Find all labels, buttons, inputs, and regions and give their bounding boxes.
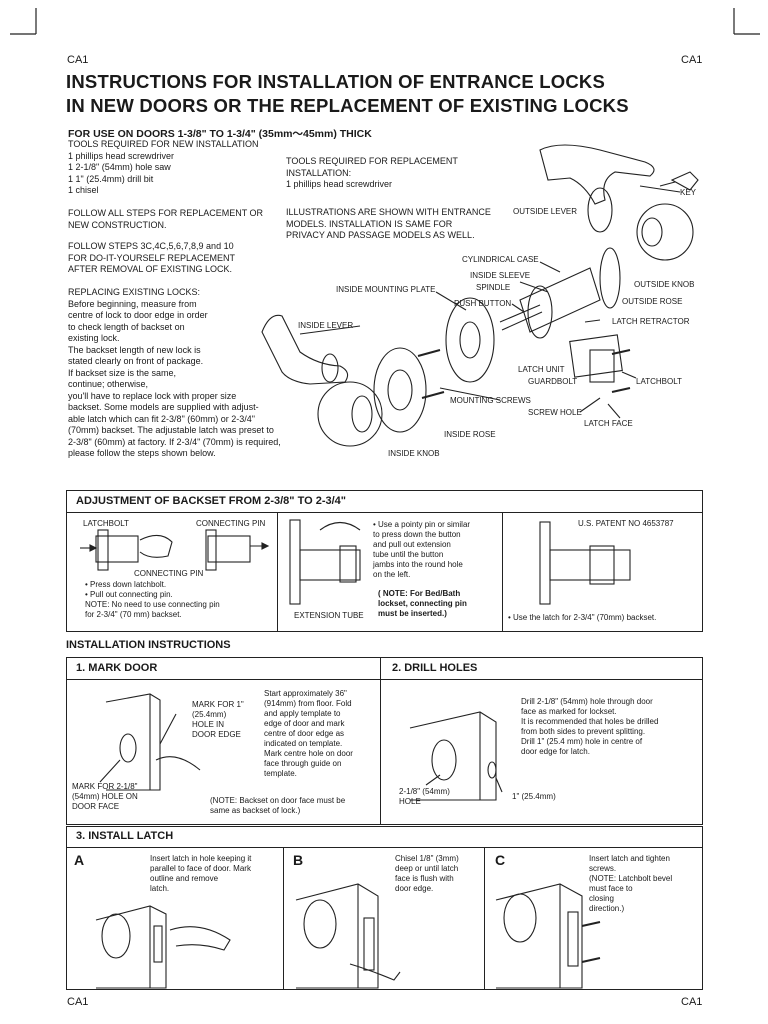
drill-holes-heading: 2. DRILL HOLES [392,662,478,674]
label-outside-rose: OUTSIDE ROSE [622,297,683,306]
step-c-letter: C [495,852,506,868]
install-latch-heading: 3. INSTALL LATCH [76,830,174,842]
label-inside-knob: INSIDE KNOB [388,449,440,458]
install-latch-heading-divider [66,847,703,848]
label-latch-retractor: LATCH RETRACTOR [612,317,690,326]
label-outside-knob: OUTSIDE KNOB [634,280,695,289]
label-key: KEY [680,188,697,197]
mark-2-1-8-hole-label: MARK FOR 2-1/8" (54mm) HOLE ON DOOR FACE [72,782,138,811]
pointy-pin-instructions: • Use a pointy pin or similar to press d… [373,520,471,579]
backset-steps: • Press down latchbolt. • Pull out conne… [85,580,220,619]
backset-heading: ADJUSTMENT OF BACKSET FROM 2-3/8" TO 2-3… [76,495,346,507]
follow-steps-diy: FOLLOW STEPS 3C,4C,5,6,7,8,9 and 10 FOR … [68,241,236,274]
use-latch-note: • Use the latch for 2-3/4" (70mm) backse… [508,613,657,622]
label-guardbolt: GUARDBOLT [528,377,578,386]
backset-door-note: (NOTE: Backset on door face must be same… [210,796,346,815]
replacing-existing-locks: REPLACING EXISTING LOCKS: Before beginni… [68,287,281,458]
extension-tube-label: EXTENSION TUBE [294,611,364,620]
backset-divider-2 [502,512,503,632]
label-inside-sleeve: INSIDE SLEEVE [470,271,531,280]
mark-drill-box [66,657,703,825]
step-b-letter: B [293,852,304,868]
label-inside-rose: INSIDE ROSE [444,430,496,439]
mark-door-instructions: Start approximately 36" (914mm) from flo… [264,689,353,778]
install-latch-box [66,826,703,990]
follow-all-steps: FOLLOW ALL STEPS FOR REPLACEMENT OR NEW … [68,208,264,230]
backset-adjustment-box [66,490,703,632]
page-title-line1: INSTRUCTIONS FOR INSTALLATION OF ENTRANC… [66,71,606,92]
header-code-right: CA1 [681,54,703,66]
label-mounting-screws: MOUNTING SCREWS [450,396,531,405]
door-thickness-subtitle: FOR USE ON DOORS 1-3/8" TO 1-3/4" (35mm～… [68,128,372,140]
label-outside-lever: OUTSIDE LEVER [513,207,578,216]
mark-drill-heading-divider [66,679,703,680]
illustrations-note: ILLUSTRATIONS ARE SHOWN WITH ENTRANCE MO… [286,207,491,240]
mark-drill-divider [380,657,381,825]
tools-new-install: TOOLS REQUIRED FOR NEW INSTALLATION 1 ph… [68,139,259,195]
drill-holes-instructions: Drill 2-1/8" (54mm) hole through door fa… [521,697,659,756]
drill-hole-label: 2-1/8" (54mm) HOLE [399,787,450,806]
drill-1in-label: 1" (25.4mm) [512,792,556,801]
bed-bath-note: ( NOTE: For Bed/Bath lockset, connecting… [378,589,467,618]
step-c-text: Insert latch and tighten screws. (NOTE: … [589,854,673,913]
label-push-button: PUSH BUTTON [454,299,512,308]
backset-latchbolt-label: LATCHBOLT [83,519,129,528]
installation-heading: INSTALLATION INSTRUCTIONS [66,639,231,651]
step-a-letter: A [74,852,85,868]
label-inside-mounting-plate: INSIDE MOUNTING PLATE [336,285,436,294]
backset-connecting-pin-label: CONNECTING PIN [196,519,266,528]
install-latch-divider-2 [484,847,485,990]
footer-code-left: CA1 [67,996,89,1008]
backset-divider-1 [277,512,278,632]
tools-replacement: TOOLS REQUIRED FOR REPLACEMENT INSTALLAT… [286,156,458,189]
patent-number: U.S. PATENT NO 4653787 [578,519,674,528]
mark-door-heading: 1. MARK DOOR [76,662,158,674]
step-a-text: Insert latch in hole keeping it parallel… [150,854,252,893]
backset-connecting-pin-label-2: CONNECTING PIN [134,569,204,578]
install-latch-divider-1 [283,847,284,990]
step-b-text: Chisel 1/8" (3mm) deep or until latch fa… [395,854,459,893]
page-title-line2: IN NEW DOORS OR THE REPLACEMENT OF EXIST… [66,95,629,116]
label-cylindrical-case: CYLINDRICAL CASE [462,255,539,264]
label-latchbolt: LATCHBOLT [636,377,682,386]
header-code-left: CA1 [67,54,89,66]
label-latch-face: LATCH FACE [584,419,633,428]
label-spindle: SPINDLE [476,283,511,292]
backset-heading-divider [66,512,703,513]
mark-1in-hole-label: MARK FOR 1" (25.4mm) HOLE IN DOOR EDGE [192,700,244,739]
label-latch-unit: LATCH UNIT [518,365,565,374]
footer-code-right: CA1 [681,996,703,1008]
label-screw-hole: SCREW HOLE [528,408,582,417]
label-inside-lever: INSIDE LEVER [298,321,354,330]
